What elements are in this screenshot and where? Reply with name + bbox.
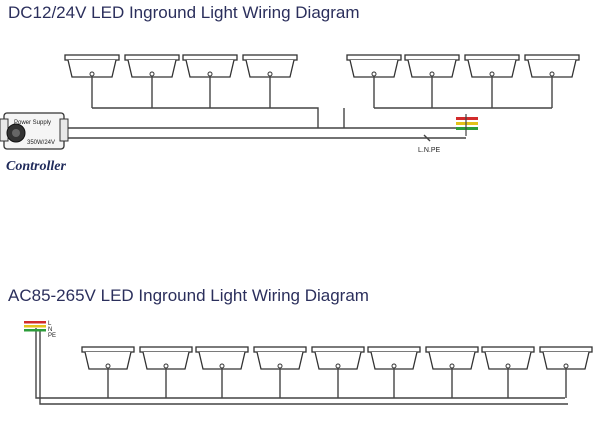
inground-light-icon (124, 54, 180, 108)
power-supply-rating: 350W/24V (27, 140, 55, 146)
ac-lights (81, 346, 593, 398)
inground-light-icon (346, 54, 402, 108)
ac-terminal-label-pe: PE (48, 333, 56, 339)
inground-light-icon (64, 54, 120, 108)
inground-light-icon (81, 346, 135, 398)
inground-light-icon (253, 346, 307, 398)
ac-diagram-title: AC85-265V LED Inground Light Wiring Diag… (8, 286, 369, 305)
ac-wiring (35, 328, 568, 405)
ac-main-wire-top (35, 328, 565, 399)
controller-label: Controller (6, 159, 66, 174)
terminal-wire-yellow (456, 122, 478, 125)
power-supply-icon: Power Supply 350W/24V (0, 112, 69, 150)
dc-lights (64, 54, 580, 108)
inground-light-icon (367, 346, 421, 398)
terminal-wire-green (456, 127, 478, 130)
ac-terminal-label-l: L (48, 321, 52, 327)
terminal-block-icon: L N PE (24, 321, 56, 339)
inground-light-icon (242, 54, 298, 108)
dc-terminal-label: L.N.PE (418, 147, 441, 154)
terminal-wire-red (456, 117, 478, 120)
inground-light-icon (425, 346, 479, 398)
inground-light-icon (539, 346, 593, 398)
ac-main-wire-bottom (39, 330, 568, 405)
inground-light-icon (139, 346, 193, 398)
inground-light-icon (195, 346, 249, 398)
dc-wiring (62, 107, 552, 142)
dc-left-bus (92, 107, 319, 128)
terminal-block-icon: L.N.PE (418, 114, 478, 154)
power-supply-label: Power Supply (14, 120, 51, 126)
inground-light-icon (481, 346, 535, 398)
ac-terminal-label-n: N (48, 327, 52, 333)
inground-light-icon (524, 54, 580, 108)
dc-wire-break-mark (423, 134, 431, 142)
inground-light-icon (404, 54, 460, 108)
dc-diagram-title: DC12/24V LED Inground Light Wiring Diagr… (8, 3, 360, 22)
inground-light-icon (311, 346, 365, 398)
inground-light-icon (182, 54, 238, 108)
inground-light-icon (464, 54, 520, 108)
